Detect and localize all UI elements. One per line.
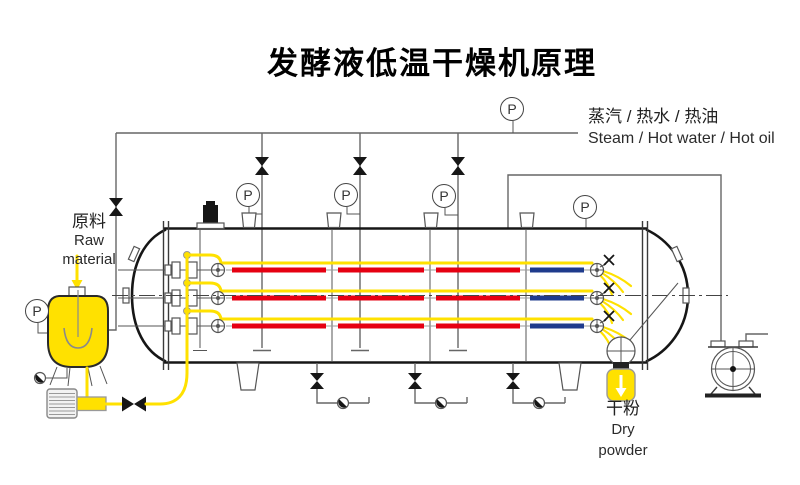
heating-medium-label: 蒸汽 / 热水 / 热油 Steam / Hot water / Hot oil — [588, 106, 775, 150]
heating-medium-label-en: Steam / Hot water / Hot oil — [588, 130, 775, 147]
top-port-1 — [241, 212, 257, 229]
pressure-gauge-1: P — [236, 183, 260, 207]
discharge-connector — [613, 362, 629, 369]
feed-valve-icon — [122, 396, 146, 412]
raw-material-label-en2: material — [62, 251, 116, 268]
heating-medium-header — [116, 121, 578, 134]
discharge-system — [606, 282, 679, 402]
raw-material-label-en1: Raw — [73, 232, 104, 249]
raw-material-label-zh: 原料 — [72, 212, 106, 231]
dry-powder-label-en2: powder — [598, 442, 648, 459]
raw-material-tank — [47, 286, 109, 387]
feed-system — [33, 252, 189, 419]
drum-leg-2 — [558, 362, 582, 391]
feed-riser-pipe — [144, 252, 189, 406]
feed-pump — [46, 388, 107, 419]
condensate-drain-2 — [407, 362, 468, 410]
tank-drain-trap — [33, 368, 68, 385]
drive-motor-icon — [196, 201, 225, 230]
top-port-2 — [326, 212, 342, 229]
condensate-drain-3 — [505, 362, 566, 410]
condensate-drain-1 — [309, 362, 370, 410]
drum-leg-1 — [236, 362, 260, 391]
raw-material-label: 原料 Raw material — [53, 212, 125, 269]
exhaust-fan — [705, 333, 768, 398]
tube-row-1 — [116, 250, 633, 297]
top-port-4 — [519, 212, 535, 229]
vent-valve-icon — [109, 198, 123, 216]
pressure-gauge-3: P — [432, 184, 456, 208]
pressure-gauge-drum: P — [573, 195, 597, 219]
exhaust-line — [507, 174, 722, 341]
tank-vent-line — [107, 133, 123, 331]
pressure-gauge-2: P — [334, 183, 358, 207]
drying-drum — [112, 201, 728, 391]
feed-inlet-arrow-icon — [71, 254, 83, 290]
pressure-gauge-header: P — [500, 97, 524, 121]
dry-powder-label: 干粉 Dry powder — [584, 398, 662, 461]
top-port-3 — [423, 212, 439, 229]
dry-powder-label-en1: Dry — [611, 421, 635, 438]
tube-row-3 — [116, 306, 633, 353]
dry-powder-container — [606, 368, 636, 402]
dry-powder-label-zh: 干粉 — [606, 399, 640, 418]
pressure-gauge-tank: P — [25, 299, 49, 323]
tube-row-2 — [116, 278, 633, 325]
heating-medium-label-zh: 蒸汽 / 热水 / 热油 — [588, 107, 719, 126]
page-title: 发酵液低温干燥机原理 — [267, 46, 597, 81]
